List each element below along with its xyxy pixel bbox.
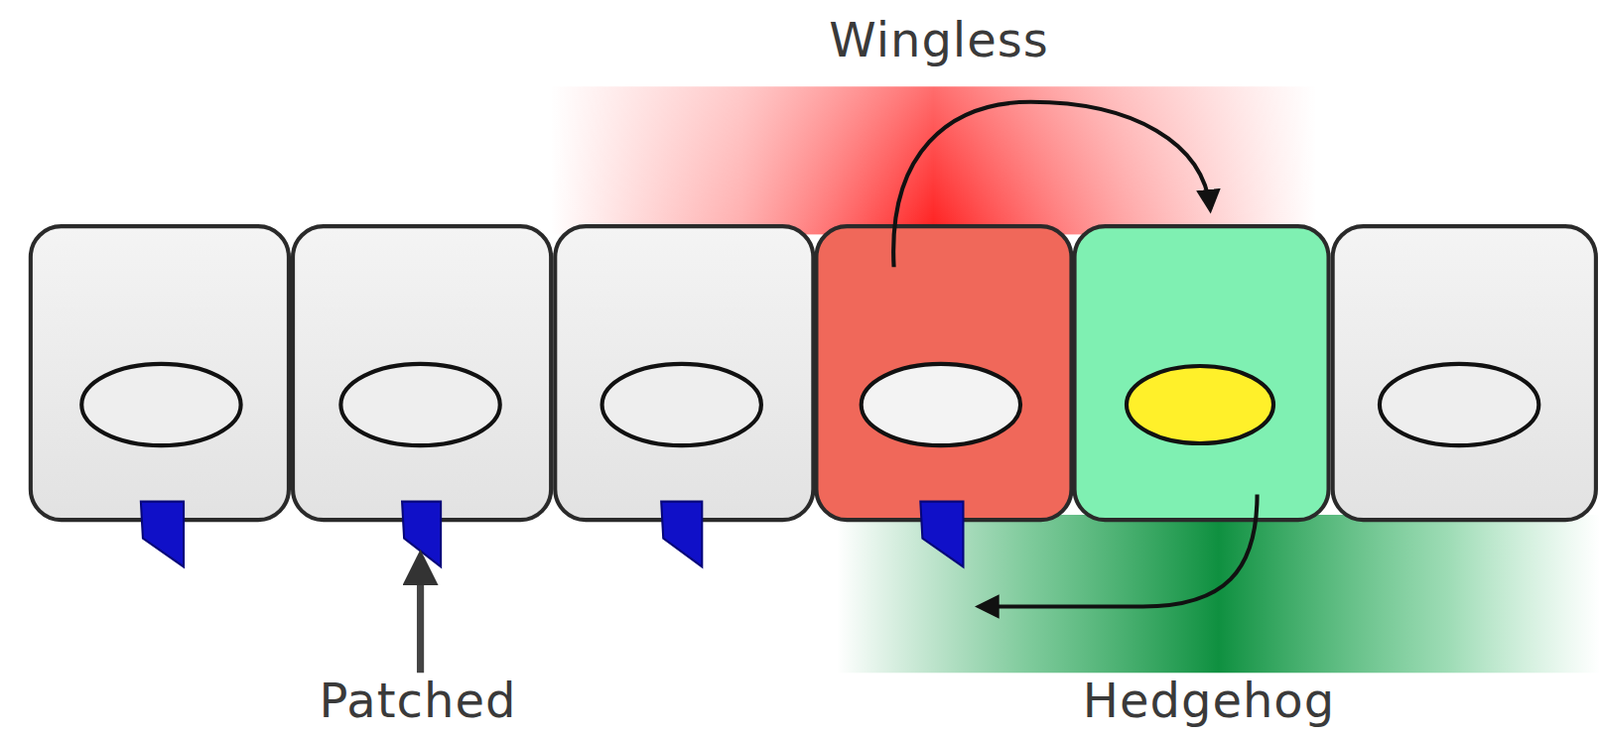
receptor-label: Patched — [319, 674, 518, 728]
wingless-fade — [550, 86, 1317, 235]
leader-arrow — [416, 556, 424, 673]
patched-receptor — [661, 502, 702, 568]
signal-label: Wingless — [828, 13, 1050, 67]
cell — [554, 226, 813, 521]
patched-receptor — [140, 502, 184, 568]
nucleus — [861, 364, 1021, 446]
patched-receptor — [920, 502, 963, 568]
cell — [30, 226, 289, 521]
nucleus — [340, 364, 500, 446]
wingless-gradient — [550, 86, 1317, 235]
nucleus — [1379, 364, 1539, 446]
nucleus — [81, 364, 241, 446]
wingless-cell — [815, 226, 1071, 521]
signal-label: Hedgehog — [1082, 674, 1335, 728]
nucleus — [1126, 366, 1274, 444]
cell — [1333, 226, 1597, 521]
cell — [292, 226, 551, 521]
nucleus — [602, 364, 762, 446]
signal-arrow — [893, 102, 1210, 267]
hedgehog-cell — [1074, 226, 1330, 521]
signal-arrow — [979, 494, 1258, 607]
